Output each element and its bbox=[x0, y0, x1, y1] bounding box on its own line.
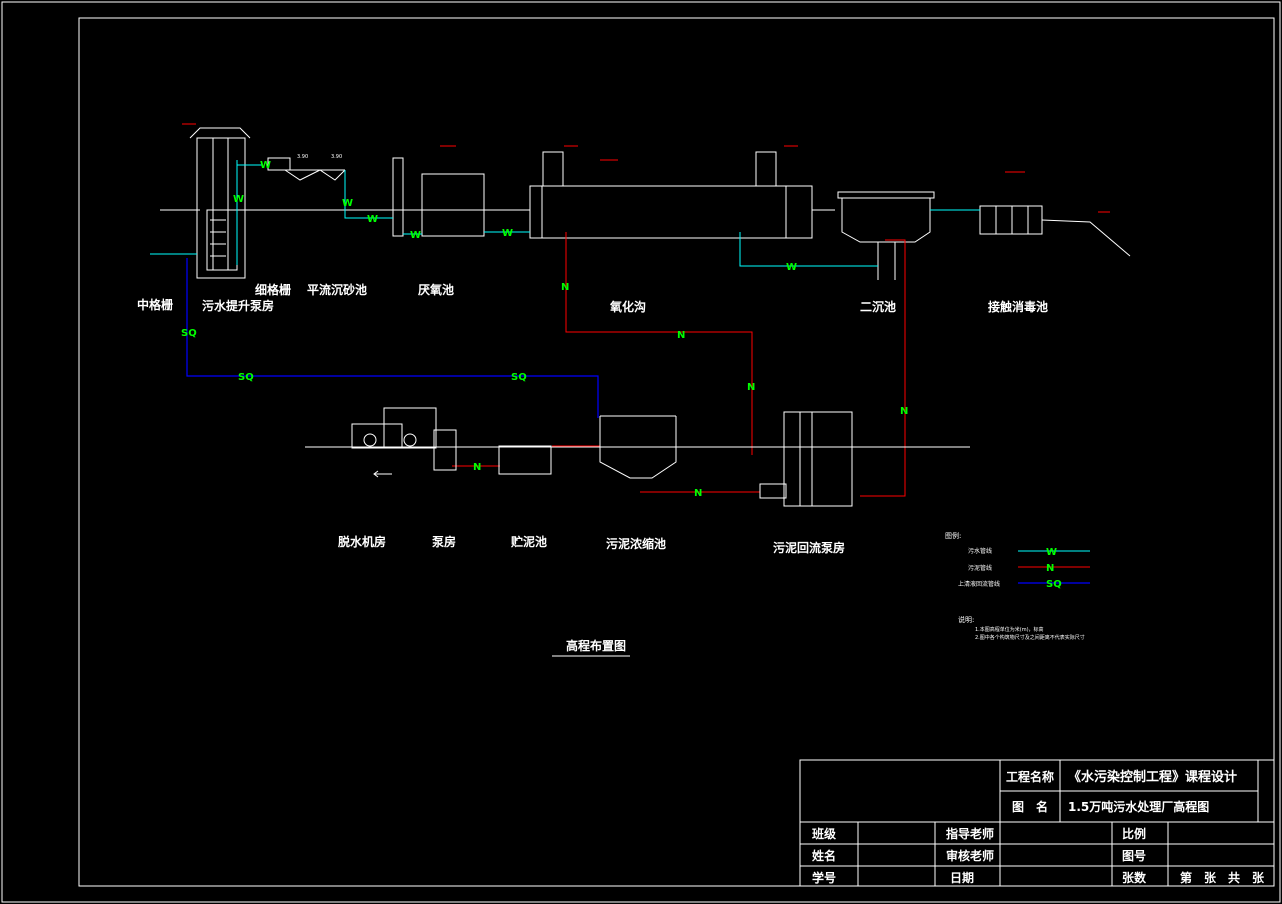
label-grit: 平流沉砂池 bbox=[307, 282, 367, 297]
return-pump-structure bbox=[783, 411, 853, 507]
svg-text:上清液回流管线: 上清液回流管线 bbox=[958, 580, 1000, 588]
secondary-clarifier-structure bbox=[841, 198, 931, 243]
notes: 说明: 1.本图高程单位为米(m)，标高 2.图中各个构筑物尺寸及之间距离不代表… bbox=[958, 615, 1085, 641]
svg-text:说明:: 说明: bbox=[958, 615, 974, 624]
svg-text:W: W bbox=[786, 262, 797, 273]
label-disinfection: 接触消毒池 bbox=[988, 299, 1048, 314]
pump-structure bbox=[433, 429, 457, 471]
svg-text:污泥管线: 污泥管线 bbox=[968, 564, 992, 572]
drawing-title: 高程布置图 bbox=[566, 638, 626, 653]
svg-text:污水管线: 污水管线 bbox=[968, 547, 992, 555]
svg-text:3.90: 3.90 bbox=[297, 154, 308, 160]
svg-text:SQ: SQ bbox=[181, 328, 197, 339]
svg-text:1.本图高程单位为米(m)，标高: 1.本图高程单位为米(m)，标高 bbox=[975, 626, 1044, 633]
label-dewatering: 脱水机房 bbox=[338, 534, 386, 549]
svg-text:N: N bbox=[900, 406, 908, 417]
svg-text:W: W bbox=[1046, 547, 1057, 558]
tb-drawing-value: 1.5万吨污水处理厂高程图 bbox=[1068, 799, 1209, 814]
svg-text:SQ: SQ bbox=[238, 372, 254, 383]
svg-text:N: N bbox=[1046, 563, 1054, 574]
svg-text:3.90: 3.90 bbox=[331, 154, 342, 160]
lower-process-line bbox=[305, 407, 970, 507]
label-pump: 泵房 bbox=[432, 534, 456, 549]
svg-text:指导老师: 指导老师 bbox=[946, 826, 994, 841]
label-return-pump: 污泥回流泵房 bbox=[773, 540, 845, 555]
title-block: 工程名称 《水污染控制工程》课程设计 图 名 1.5万吨污水处理厂高程图 班级 … bbox=[799, 759, 1275, 887]
label-screen: 中格栅 bbox=[137, 297, 173, 312]
pump-house-structure bbox=[196, 137, 246, 279]
oxidation-ditch-structure bbox=[529, 185, 813, 239]
label-fine-screen: 细格栅 bbox=[255, 282, 291, 297]
disinfection-tank-structure bbox=[979, 205, 1043, 235]
fine-screen-structure bbox=[267, 157, 291, 171]
svg-text:N: N bbox=[677, 330, 685, 341]
svg-text:N: N bbox=[473, 462, 481, 473]
tb-project-value: 《水污染控制工程》课程设计 bbox=[1068, 769, 1237, 785]
label-secondary: 二沉池 bbox=[860, 299, 896, 314]
svg-text:SQ: SQ bbox=[1046, 579, 1062, 590]
legend: 图例: 污水管线 W 污泥管线 N 上清液回流管线 SQ bbox=[945, 531, 1090, 590]
label-anaerobic: 厌氧池 bbox=[418, 282, 454, 297]
svg-text:N: N bbox=[747, 382, 755, 393]
svg-text:比例: 比例 bbox=[1122, 826, 1146, 841]
svg-text:学号: 学号 bbox=[812, 870, 836, 885]
grit-chamber-structure bbox=[284, 169, 346, 181]
lower-labels: 脱水机房 泵房 贮泥池 污泥浓缩池 污泥回流泵房 bbox=[338, 534, 845, 555]
tb-project-label: 工程名称 bbox=[1006, 769, 1054, 784]
svg-text:W: W bbox=[233, 194, 244, 205]
legend-title: 图例: bbox=[945, 531, 961, 540]
upper-process-line: W W W W W W W 3.90 3.90 bbox=[150, 123, 1131, 280]
label-thickener: 污泥浓缩池 bbox=[606, 536, 666, 551]
svg-text:班级: 班级 bbox=[812, 826, 836, 841]
svg-text:N: N bbox=[694, 488, 702, 499]
return-lines: N N N N N N SQ SQ SQ bbox=[181, 232, 908, 499]
upper-labels: 中格栅 污水提升泵房 细格栅 平流沉砂池 厌氧池 氧化沟 二沉池 接触消毒池 bbox=[137, 282, 1048, 314]
svg-text:N: N bbox=[561, 282, 569, 293]
drawing-frame bbox=[78, 17, 1275, 887]
svg-text:W: W bbox=[367, 214, 378, 225]
tb-drawing-label: 图 名 bbox=[1012, 799, 1048, 814]
label-pump-house: 污水提升泵房 bbox=[202, 298, 274, 313]
svg-text:张数: 张数 bbox=[1122, 870, 1147, 885]
dewatering-house-structure bbox=[351, 423, 403, 449]
thickener-structure bbox=[599, 416, 677, 479]
svg-text:SQ: SQ bbox=[511, 372, 527, 383]
svg-text:W: W bbox=[502, 228, 513, 239]
svg-text:日期: 日期 bbox=[950, 870, 974, 885]
svg-text:图号: 图号 bbox=[1122, 848, 1146, 863]
storage-tank-structure bbox=[498, 445, 552, 475]
label-oxidation: 氧化沟 bbox=[609, 299, 646, 314]
svg-text:第 张 共 张: 第 张 共 张 bbox=[1180, 870, 1265, 885]
svg-text:W: W bbox=[260, 160, 271, 171]
svg-text:审核老师: 审核老师 bbox=[946, 848, 994, 863]
svg-text:2.图中各个构筑物尺寸及之间距离不代表实际尺寸: 2.图中各个构筑物尺寸及之间距离不代表实际尺寸 bbox=[975, 634, 1085, 641]
anaerobic-tank-structure bbox=[421, 173, 485, 237]
svg-text:W: W bbox=[410, 230, 421, 241]
svg-text:W: W bbox=[342, 198, 353, 209]
label-storage: 贮泥池 bbox=[510, 534, 547, 549]
svg-text:姓名: 姓名 bbox=[812, 848, 836, 863]
